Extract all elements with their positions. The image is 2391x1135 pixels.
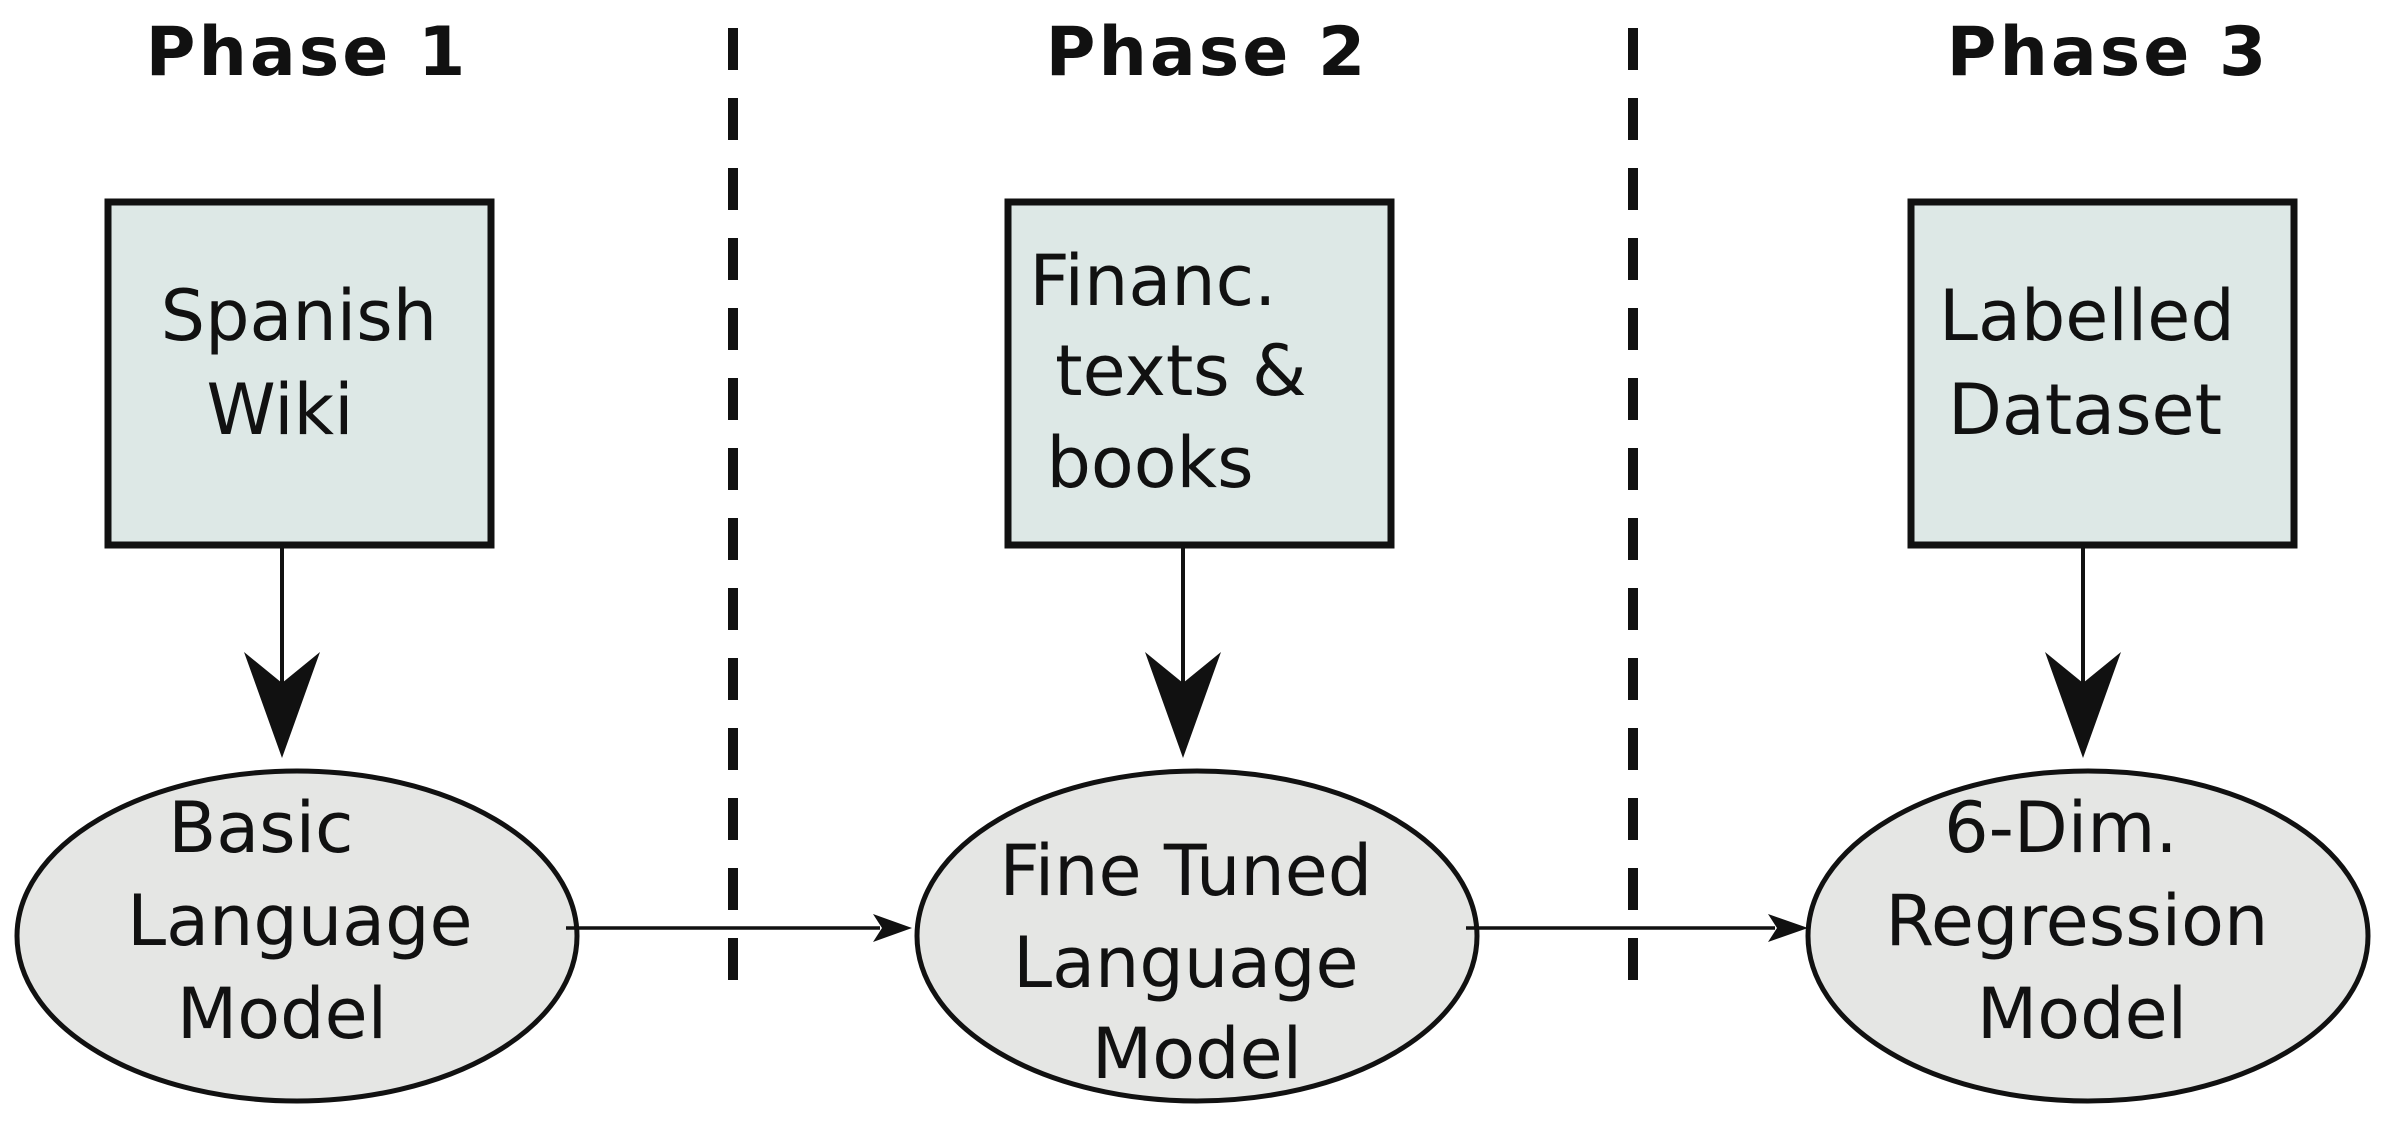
svg-text:Fine Tuned Language: Fine Tuned Language Model (1000, 830, 1395, 1095)
phase-1-model-line-2: Language (127, 880, 472, 962)
phase-3-model-line-3: Model (1977, 973, 2187, 1055)
phase-2-source-line-1: Financ. (1029, 240, 1276, 322)
phase-2-source-line-2: texts & (1055, 330, 1306, 412)
phase-2-title: Phase 2 (1046, 13, 1369, 92)
svg-text:6-Dim. Regression: 6-Dim. Regression Model (1885, 787, 2290, 1055)
phase-3-source-box: Labelled Dataset (1907, 198, 2298, 549)
phase-3-source-line-1: Labelled (1939, 275, 2235, 357)
phase-3-down-arrowhead (2045, 652, 2121, 758)
phase-2-source-line-3: books (1046, 422, 1253, 504)
phase-2-model-line-1: Fine Tuned (1000, 830, 1373, 912)
svg-text:Spanish Wiki: Spanish Wiki (161, 275, 460, 451)
phase-1-source-line-1: Spanish (161, 275, 437, 357)
model-1-to-model-2-arrowhead (873, 914, 912, 942)
phase-1-source-box: Spanish Wiki (104, 198, 495, 549)
phase-2-model-line-2: Language (1013, 922, 1358, 1004)
phase-3-model-line-2: Regression (1885, 880, 2268, 962)
phase-1-source-line-2: Wiki (206, 369, 353, 451)
phase-3-source-line-2: Dataset (1948, 369, 2222, 451)
model-2-to-model-3-arrowhead (1768, 914, 1808, 942)
phase-3-title: Phase 3 (1947, 13, 2270, 92)
phase-1-model-line-1: Basic (168, 787, 353, 869)
phase-1-down-arrowhead (244, 652, 320, 758)
phase-3-model-line-1: 6-Dim. (1944, 787, 2178, 869)
svg-text:Labelled Dataset: Labelled Dataset (1939, 275, 2257, 451)
phase-2-down-arrowhead (1145, 652, 1221, 758)
phase-2-model-line-3: Model (1092, 1013, 1302, 1095)
svg-text:Basic Language Mod: Basic Language Model (127, 787, 495, 1055)
phase-1-model-node: Basic Language Model (14, 768, 580, 1104)
phase-2-model-node: Fine Tuned Language Model (914, 768, 1480, 1104)
phase-3-model-node: 6-Dim. Regression Model (1805, 768, 2371, 1104)
phase-1-title: Phase 1 (146, 13, 469, 92)
svg-text:Financ. texts & bo: Financ. texts & books (1029, 240, 1328, 504)
phase-1-model-line-3: Model (177, 973, 387, 1055)
phase-2-source-box: Financ. texts & books (1004, 198, 1395, 549)
